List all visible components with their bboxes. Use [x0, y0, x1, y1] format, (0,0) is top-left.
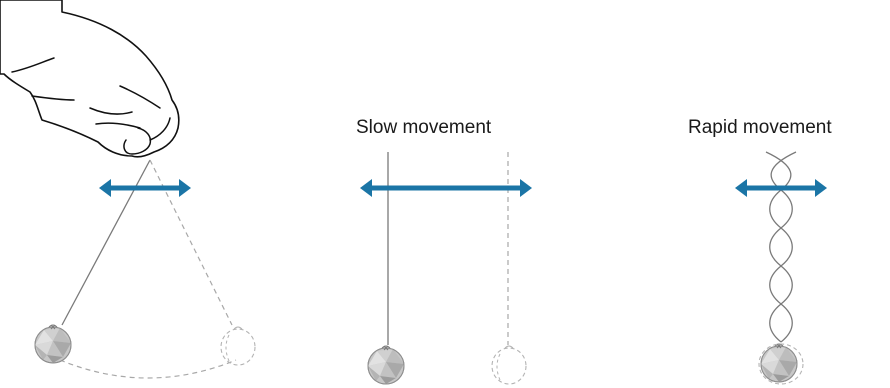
- ghost-stone-icon: [492, 346, 526, 384]
- hand-icon: [0, 0, 179, 157]
- rapid-movement-panel: Rapid movement: [688, 117, 832, 384]
- ghost-stone-icon: [221, 327, 255, 365]
- crystal-stone-icon: [761, 344, 797, 382]
- double-arrow-icon: [99, 179, 191, 197]
- double-arrow-icon: [360, 179, 532, 197]
- crystal-stone-icon: [368, 346, 404, 384]
- swing-arc: [60, 360, 236, 378]
- slow-movement-label: Slow movement: [356, 117, 492, 138]
- double-arrow-icon: [735, 179, 827, 197]
- rapid-movement-label: Rapid movement: [688, 117, 832, 138]
- ghost-string: [150, 160, 232, 325]
- hand-panel: [0, 0, 255, 378]
- slow-movement-panel: Slow movement: [356, 117, 532, 384]
- crystal-stone-icon: [35, 325, 71, 363]
